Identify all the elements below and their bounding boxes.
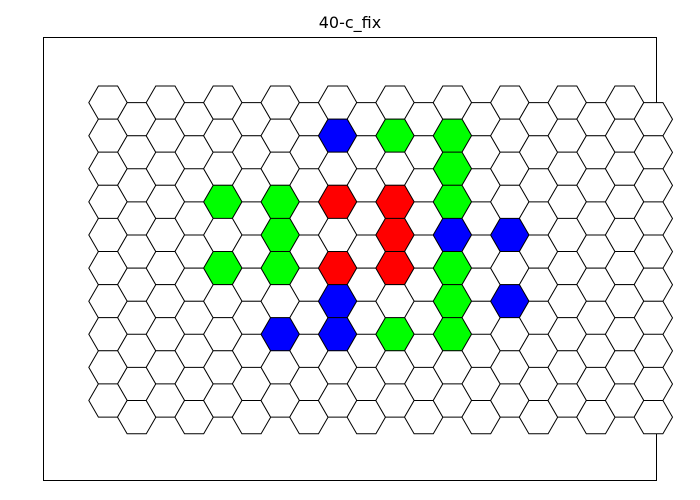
hex-cell bbox=[633, 400, 674, 435]
hex-grid bbox=[88, 85, 674, 435]
figure-title: 40-c_fix bbox=[318, 13, 382, 32]
